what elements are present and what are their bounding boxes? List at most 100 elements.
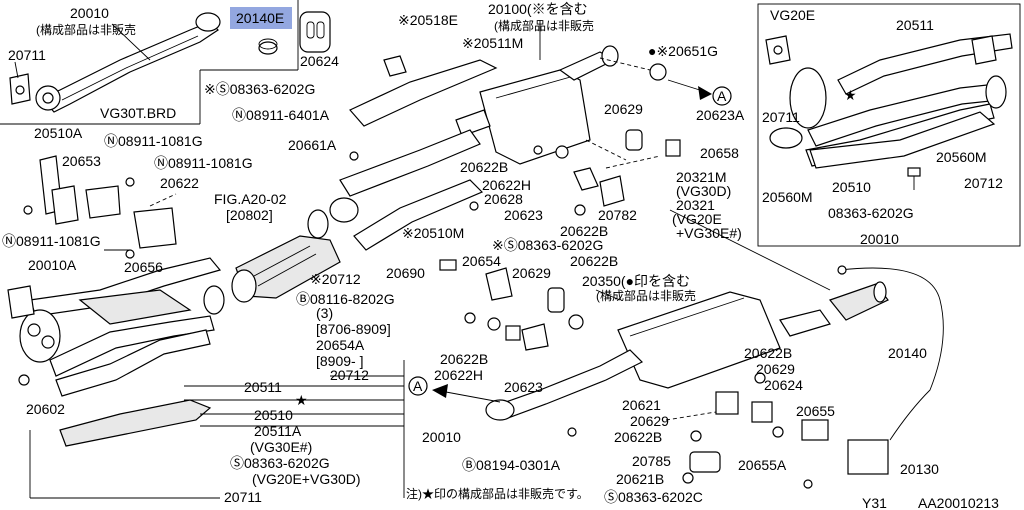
label-20350-note: (構成部品は非販売 <box>596 288 696 303</box>
rear-muffler <box>485 281 889 421</box>
label-20656: 20656 <box>124 259 163 275</box>
label-20510a: 20510A <box>34 125 83 141</box>
label-20321-sub1: (VG20E <box>672 211 722 227</box>
label-fig-a20-02: FIG.A20-02 <box>214 191 287 207</box>
label-20321-sub2: +VG30E#) <box>676 225 742 241</box>
label-vg30t-model: VG30T.BRD <box>100 105 176 121</box>
diagram-id: AA20010213 <box>918 495 999 510</box>
label-20100-note: (構成部品は非販売 <box>494 18 594 33</box>
label-20010-inset: 20010 <box>70 5 109 21</box>
label-20624: 20624 <box>764 377 803 393</box>
label-20622b-e: 20622B <box>744 345 792 361</box>
label-20711-vg20e: 20711 <box>762 109 800 125</box>
label-20560m-a: 20560M <box>936 149 987 165</box>
center-pipe <box>339 129 481 197</box>
star-marker-vg20e: ★ <box>844 87 857 103</box>
label-vg20e-title: VG20E <box>770 7 815 23</box>
label-20010a: 20010A <box>28 257 77 273</box>
label-20511a-sub: (VG30E#) <box>250 439 312 455</box>
label-20560m-b: 20560M <box>762 189 813 205</box>
label-20100: 20100(※を含む <box>488 1 588 17</box>
label-20622h-a: 20622H <box>482 177 531 193</box>
label-20629-c: 20629 <box>756 361 795 377</box>
hangers-right <box>567 372 889 489</box>
label-20321m-sub: (VG30D) <box>676 183 731 199</box>
label-20511: 20511 <box>244 379 282 395</box>
label-nut-1081g-c: Ⓝ08911-1081G <box>2 233 101 249</box>
label-20621: 20621 <box>622 397 661 413</box>
label-bolt-vg20e: 08363-6202G <box>828 205 914 221</box>
label-20510m: ※20510M <box>402 225 464 241</box>
label-20623a: 20623A <box>696 107 745 123</box>
label-20140e[interactable]: 20140E <box>236 10 284 26</box>
label-bolt-8202g: Ⓑ08116-8202G <box>296 291 395 307</box>
label-20622b-a: 20622B <box>460 159 508 175</box>
label-nut-1081g-a: Ⓝ08911-1081G <box>104 133 203 149</box>
label-20511m: ※20511M <box>462 35 523 51</box>
label-20622b-b: 20622B <box>560 223 608 239</box>
label-20712-a: ※20712 <box>310 271 361 287</box>
label-20010-vg20e: 20010 <box>860 231 899 247</box>
star-marker-20511: ★ <box>295 392 308 408</box>
label-20622b-c: 20622B <box>570 253 618 269</box>
heat-shield-20510m <box>353 179 484 251</box>
label-20622: 20622 <box>160 175 199 191</box>
label-20511a: 20511A <box>254 423 302 439</box>
label-20712-b: 20712 <box>330 367 369 383</box>
label-20350: 20350(●印を含む <box>582 273 690 289</box>
label-nut-6401a: Ⓝ08911-6401A <box>232 107 330 123</box>
highlight-box-20140e[interactable] <box>230 7 292 29</box>
footnote-not-sold: 注)★印の構成部品は非販売です。 <box>406 486 589 501</box>
label-bolt-6202g-a: ※Ⓢ08363-6202G <box>204 81 315 97</box>
label-20130: 20130 <box>900 461 939 477</box>
label-20658: 20658 <box>700 145 739 161</box>
brackets-left <box>23 155 177 259</box>
label-20010: 20010 <box>422 429 461 445</box>
label-20654a: 20654A <box>316 337 365 353</box>
sensor-cable-20140 <box>839 267 944 441</box>
catalytic-converter <box>203 235 341 315</box>
label-fig-20802: [20802] <box>226 207 273 223</box>
label-20661a: 20661A <box>288 137 337 153</box>
ref-a-left: A <box>413 378 423 394</box>
page-code: Y31 <box>862 495 887 510</box>
label-20510: 20510 <box>254 407 293 423</box>
label-20622b-f: 20622B <box>614 429 662 445</box>
label-20622h-b: 20622H <box>434 367 483 383</box>
inset-vg20e <box>757 3 1021 247</box>
label-20711: 20711 <box>224 489 262 505</box>
label-20785: 20785 <box>632 453 671 469</box>
label-20510-inset: 20510 <box>832 179 871 195</box>
label-20602: 20602 <box>26 401 65 417</box>
label-20651g: ●※20651G <box>648 43 718 59</box>
label-bolt-6202g-c-sub: (VG20E+VG30D) <box>252 471 361 487</box>
front-pipes <box>7 257 222 447</box>
front-muffler <box>455 45 619 165</box>
label-20321m: 20321M <box>676 169 727 185</box>
label-20782: 20782 <box>598 207 637 223</box>
label-20629-a: 20629 <box>604 101 643 117</box>
label-20653: 20653 <box>62 153 101 169</box>
label-bolt-0301a: Ⓑ08194-0301A <box>462 457 561 473</box>
label-20140: 20140 <box>888 345 927 361</box>
ref-a-right: A <box>717 88 727 104</box>
label-20654: 20654 <box>462 253 501 269</box>
label-20655: 20655 <box>796 403 835 419</box>
label-bolt-6202g-b: ※Ⓢ08363-6202G <box>492 237 603 253</box>
flange-center <box>329 197 359 223</box>
label-20690: 20690 <box>386 265 425 281</box>
heat-shield-20511m <box>349 59 498 127</box>
label-20621b: 20621B <box>616 471 664 487</box>
label-bolt-6202g-c: Ⓢ08363-6202G <box>230 455 330 471</box>
label-20511-inset: 20511 <box>896 17 934 33</box>
label-20629-d: 20629 <box>630 413 669 429</box>
reference-arrows <box>408 79 732 403</box>
label-20623: 20623 <box>504 207 543 223</box>
clamp-20518e <box>383 55 407 77</box>
label-20321: 20321 <box>676 197 715 213</box>
label-20518e: ※20518E <box>398 12 458 28</box>
label-20623-b: 20623 <box>504 379 543 395</box>
leader-lines <box>29 20 831 499</box>
label-20628: 20628 <box>484 191 523 207</box>
